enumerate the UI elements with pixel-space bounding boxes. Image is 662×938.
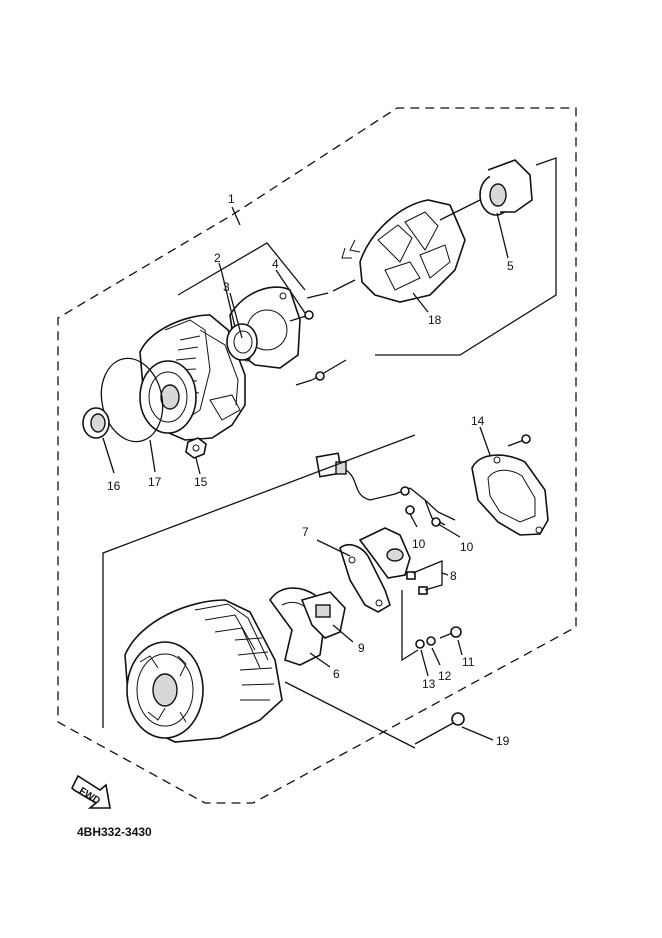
housing-bolt bbox=[414, 712, 465, 745]
callout-12: 12 bbox=[438, 669, 452, 683]
leader-lines bbox=[102, 157, 557, 749]
callout-6: 6 bbox=[333, 667, 340, 681]
cover-screw bbox=[507, 434, 531, 447]
assembly-boundary bbox=[57, 107, 577, 804]
callout-3: 3 bbox=[223, 280, 230, 294]
callout-19: 19 bbox=[496, 734, 510, 748]
screw-4 bbox=[289, 310, 314, 322]
callout-8: 8 bbox=[450, 569, 457, 583]
callout-15: 15 bbox=[194, 475, 208, 489]
callout-7: 7 bbox=[302, 525, 309, 539]
callout-10b: 10 bbox=[460, 540, 474, 554]
callout-labels: 1 2 3 4 5 18 14 15 16 17 10 10 7 8 9 6 1… bbox=[107, 192, 514, 748]
callout-16: 16 bbox=[107, 479, 121, 493]
alternator-housing bbox=[124, 599, 283, 743]
callout-9: 9 bbox=[358, 641, 365, 655]
brush-springs bbox=[406, 571, 428, 595]
brush-holder bbox=[339, 527, 411, 613]
oil-seal bbox=[82, 407, 110, 439]
callout-5: 5 bbox=[507, 259, 514, 273]
rotor bbox=[332, 194, 491, 303]
stud-bolt bbox=[311, 359, 347, 381]
callout-4: 4 bbox=[272, 257, 279, 271]
rear-housing bbox=[139, 314, 246, 441]
callout-2: 2 bbox=[214, 251, 221, 265]
callout-14: 14 bbox=[471, 414, 485, 428]
callout-18: 18 bbox=[428, 313, 442, 327]
washers-nut bbox=[415, 626, 462, 649]
callout-11: 11 bbox=[462, 655, 475, 669]
callout-13: 13 bbox=[422, 677, 436, 691]
forward-arrow-icon: FWD bbox=[71, 774, 111, 809]
o-ring bbox=[100, 357, 164, 443]
callout-10a: 10 bbox=[412, 537, 426, 551]
callout-17: 17 bbox=[148, 475, 162, 489]
callout-1: 1 bbox=[228, 192, 235, 206]
nut bbox=[185, 437, 207, 459]
front-bearing bbox=[479, 159, 533, 216]
diagram-code: 4BH332-3430 bbox=[77, 825, 152, 839]
rear-cover bbox=[471, 454, 549, 536]
bearing bbox=[226, 323, 258, 361]
